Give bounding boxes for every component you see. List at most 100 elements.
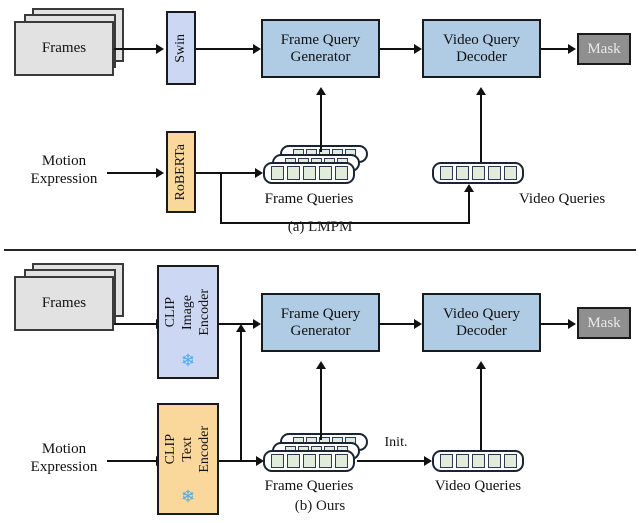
frames-label: Frames: [41, 40, 87, 56]
arrowhead-fqg-to-vqd-b: [414, 319, 422, 329]
edge-branch-up-to-video-queries: [468, 190, 470, 224]
clip-image-encoder-line3: Encoder: [196, 288, 212, 336]
query-cell: [471, 454, 485, 468]
fqg-line2: Generator: [290, 48, 351, 65]
frames-label: Frames: [41, 295, 87, 311]
edge-video-queries-to-vqd: [480, 94, 482, 162]
frame-queries-strip-front: [263, 162, 355, 184]
video-queries-strip: [432, 450, 524, 472]
arrowhead-frame-queries-to-fqg-b: [316, 361, 326, 369]
query-cell: [302, 166, 316, 180]
clip-text-encoder-line2: Text: [180, 436, 196, 462]
clip-text-encoder-box[interactable]: CLIP Text Encoder ❄: [157, 403, 219, 515]
video-query-decoder-box-b[interactable]: Video Query Decoder: [422, 293, 541, 352]
edge-frame-queries-to-fqg: [320, 94, 322, 152]
query-cell: [302, 454, 316, 468]
caption-panel-b: (b) Ours: [294, 498, 346, 514]
edge-roberta-out: [196, 172, 258, 174]
frame-card-front: Frames: [14, 21, 114, 76]
query-cell: [318, 166, 332, 180]
mask-output-box-b: Mask: [577, 307, 631, 339]
motion-expression-label-a: Motion Expression: [10, 152, 118, 189]
frame-query-generator-box-b[interactable]: Frame Query Generator: [261, 293, 380, 352]
edge-frames-to-clip-image: [114, 323, 158, 325]
vqd-line1: Video Query: [443, 31, 520, 48]
fqg-line1: Frame Query: [280, 31, 361, 48]
init-edge-label: Init.: [384, 435, 408, 450]
fqg-line2: Generator: [290, 322, 351, 339]
roberta-encoder-box[interactable]: RoBERTa: [166, 131, 196, 213]
query-cell: [286, 454, 300, 468]
frame-queries-label-a: Frame Queries: [264, 191, 354, 207]
frame-queries-strip-front: [263, 450, 355, 472]
arrowhead-swin-to-fqg: [253, 44, 261, 54]
query-cell: [471, 166, 485, 180]
query-cell: [503, 454, 517, 468]
edge-motion-to-clip-text: [107, 460, 159, 462]
edge-vqd-to-mask: [541, 48, 571, 50]
motion-expression-line2: Expression: [30, 171, 98, 188]
query-cell: [270, 166, 284, 180]
vqd-line1: Video Query: [443, 305, 520, 322]
panel-divider: [4, 249, 636, 251]
query-cell: [334, 166, 348, 180]
query-cell: [439, 166, 453, 180]
mask-label: Mask: [587, 40, 621, 57]
vqd-line2: Decoder: [456, 48, 507, 65]
query-cell: [487, 454, 501, 468]
query-cell: [503, 166, 517, 180]
arrowhead-clip-text-to-frame-queries: [256, 456, 264, 466]
vqd-line2: Decoder: [456, 322, 507, 339]
frame-queries-label-b: Frame Queries: [264, 478, 354, 494]
motion-expression-label-b: Motion Expression: [10, 440, 118, 477]
video-queries-label-a: Video Queries: [519, 191, 606, 207]
edge-fqg-to-vqd: [380, 48, 417, 50]
snowflake-icon: ❄: [180, 351, 196, 370]
clip-image-encoder-line1: CLIP: [163, 296, 179, 328]
mask-label: Mask: [587, 314, 621, 331]
motion-expression-line1: Motion: [41, 441, 87, 457]
motion-expression-line1: Motion: [41, 153, 87, 169]
arrowhead-frame-queries-to-fqg: [316, 87, 326, 95]
video-queries-strip: [432, 162, 524, 184]
motion-expression-line2: Expression: [30, 459, 98, 476]
edge-swin-to-fqg: [196, 48, 256, 50]
caption-panel-a: (a) LMPM: [287, 219, 353, 235]
swin-encoder-box[interactable]: Swin: [166, 11, 196, 85]
video-query-decoder-box-a[interactable]: Video Query Decoder: [422, 19, 541, 78]
edge-video-queries-to-vqd-b: [480, 368, 482, 450]
arrowhead-init: [424, 456, 432, 466]
edge-fqg-to-vqd-b: [380, 323, 417, 325]
edge-roberta-branch-right: [220, 222, 470, 224]
query-cell: [286, 166, 300, 180]
arrowhead-clip-text-branch-up: [236, 324, 246, 332]
frame-card-front: Frames: [14, 276, 114, 331]
arrowhead-clip-image-to-fqg: [253, 319, 261, 329]
fqg-line1: Frame Query: [280, 305, 361, 322]
edge-clip-text-to-frame-queries: [219, 460, 261, 462]
arrowhead-frames-to-swin: [156, 44, 164, 54]
swin-encoder-label: Swin: [173, 33, 189, 63]
query-cell: [318, 454, 332, 468]
query-cell: [334, 454, 348, 468]
arrowhead-vqd-to-mask: [568, 44, 576, 54]
edge-clip-text-branch-up: [240, 330, 242, 460]
edge-init-frame-to-video-queries: [357, 460, 427, 462]
arrowhead-motion-to-roberta: [156, 168, 164, 178]
edge-roberta-branch-down: [220, 172, 222, 224]
clip-image-encoder-box[interactable]: CLIP Image Encoder ❄: [157, 265, 219, 379]
clip-image-encoder-line2: Image: [180, 294, 196, 330]
query-cell: [455, 166, 469, 180]
roberta-encoder-label: RoBERTa: [173, 143, 189, 201]
edge-motion-to-roberta: [107, 172, 159, 174]
arrowhead-branch-to-video-queries: [464, 184, 474, 192]
query-cell: [487, 166, 501, 180]
arrowhead-vqd-to-mask-b: [568, 319, 576, 329]
clip-text-encoder-line1: CLIP: [163, 433, 179, 465]
frame-query-generator-box-a[interactable]: Frame Query Generator: [261, 19, 380, 78]
arrowhead-video-queries-to-vqd: [476, 87, 486, 95]
query-cell: [455, 454, 469, 468]
edge-frame-queries-to-fqg-b: [320, 368, 322, 440]
arrowhead-video-queries-to-vqd-b: [476, 361, 486, 369]
